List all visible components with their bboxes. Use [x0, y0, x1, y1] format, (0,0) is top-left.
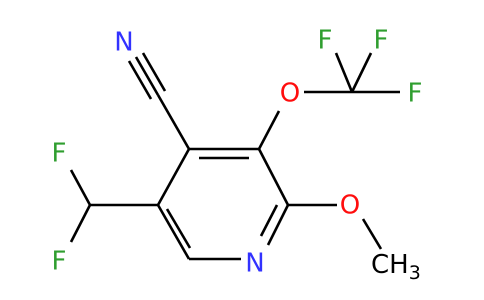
methyl-subscript: 3 [409, 262, 421, 284]
chf2-f1-label: F [52, 139, 67, 169]
bond-c4-cn [156, 94, 191, 150]
bond-triple-2 [141, 52, 167, 92]
bond-c3-c2 [257, 148, 290, 206]
methoxy-o-label: O [340, 191, 360, 221]
bond-cf3-f2 [350, 52, 373, 93]
bond-c3-o [257, 110, 281, 150]
bond-c2-n1 [266, 204, 290, 246]
chf2-f2-label: F [52, 247, 67, 277]
ring-n-label: N [245, 249, 264, 279]
bond-c6-c5-inner [165, 208, 192, 249]
bonds [69, 52, 400, 261]
bond-o-ch3 [361, 218, 383, 250]
bond-c5-c4 [156, 148, 191, 206]
cf3-f2-label: F [374, 26, 389, 56]
nitrile-n-label: N [114, 28, 133, 58]
bond-c2-n1-inner [259, 204, 279, 237]
cf3-f1-label: F [318, 26, 333, 56]
bond-triple-1 [134, 56, 160, 96]
atom-labels: N O F F F N O F F CH3 [52, 26, 423, 285]
cf3-f3-label: F [408, 79, 423, 109]
bond-chf2-f1 [69, 169, 92, 206]
bond-triple-3 [127, 60, 153, 100]
methyl-ch-text: CH [371, 250, 409, 280]
methyl-label: CH3 [371, 250, 421, 284]
ether-o-label: O [280, 79, 300, 109]
bond-c6-c5 [156, 204, 191, 260]
bond-cf3-f1 [334, 52, 354, 93]
bond-chf2-f2 [69, 204, 92, 243]
